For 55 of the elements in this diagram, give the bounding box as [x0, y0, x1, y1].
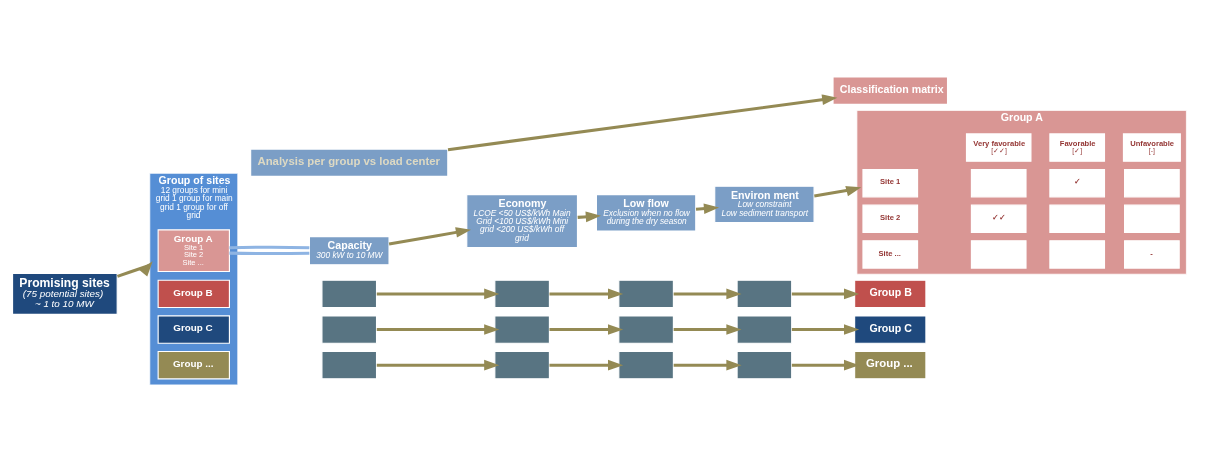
node-box: Group ... [157, 350, 230, 380]
node-box: Group C [157, 315, 230, 344]
node-box [1049, 204, 1106, 234]
node-box [736, 279, 793, 309]
node-box [1049, 240, 1106, 269]
node-box: Economy LCOE <50 US$/kWh Main Grid <100 US$/kWh Mini grid <200 US$/kWh off grid [466, 194, 579, 249]
node-box: Site 1 [862, 169, 919, 198]
arrow [549, 359, 624, 371]
arrow [376, 324, 500, 335]
node-box [618, 315, 674, 344]
node-box [736, 350, 793, 380]
node-box: Group ... [854, 350, 927, 380]
node-box: Site 2 [862, 204, 919, 234]
node-box: Analysis per group vs load center [250, 148, 449, 177]
node-box [618, 279, 674, 309]
arrow [673, 324, 742, 335]
node-box [736, 315, 793, 344]
arrow [447, 94, 838, 152]
node-box [494, 350, 550, 380]
node-box: Group A Site 1 Site 2 Site ... [157, 229, 230, 273]
arrow [116, 261, 153, 278]
node-box [1124, 204, 1180, 234]
node-box: ✓ [1049, 169, 1106, 198]
node-box: Low flow Exclusion when no flow during the dry season [595, 194, 697, 232]
node-box: Promising sites (75 potential sites) ~ 1 to 10 MW [12, 272, 118, 315]
node-box [970, 169, 1027, 198]
node-box [321, 350, 378, 380]
node-box: Group B [157, 279, 230, 309]
node-box [494, 279, 550, 309]
node-box [321, 279, 378, 309]
arrow [673, 359, 742, 371]
node-box [1124, 169, 1180, 198]
connector [229, 251, 310, 256]
node-box: Site ... [862, 240, 919, 269]
arrow [549, 324, 624, 335]
node-box [970, 240, 1027, 269]
arrow [791, 324, 860, 335]
node-box: Group C [854, 315, 927, 344]
arrow [673, 288, 742, 300]
node-box: - [1124, 240, 1180, 269]
node-box [618, 350, 674, 380]
connector [229, 245, 310, 250]
node-box [321, 315, 378, 344]
node-box: ✓✓ [970, 204, 1027, 234]
arrow [388, 227, 472, 246]
node-box: Classification matrix [832, 76, 949, 105]
arrow [814, 186, 862, 198]
node-box: Environ ment Low constraint Low sediment transport [714, 185, 815, 224]
arrow [376, 359, 500, 371]
node-box: Group B [854, 279, 927, 309]
arrow [376, 288, 500, 300]
node-box: Capacity 300 kW to 10 MW [308, 236, 390, 266]
node-box [494, 315, 550, 344]
arrow [549, 288, 624, 300]
arrow [791, 288, 860, 300]
